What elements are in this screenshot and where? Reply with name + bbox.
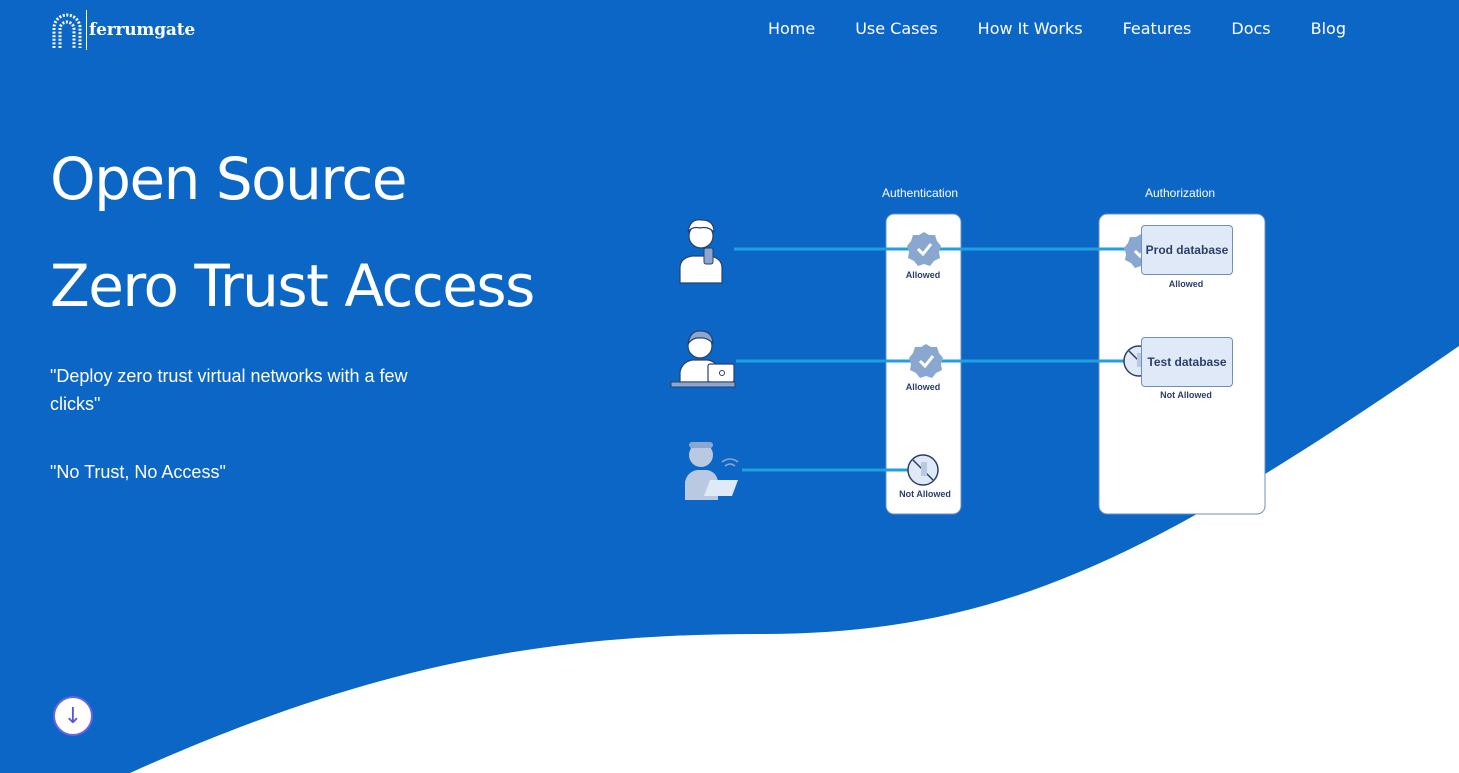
test-database-status: Not Allowed [1160,390,1212,400]
brand-name: ferrumgate [89,20,195,40]
test-database: Test database [1141,337,1233,387]
hero-title-line2: Zero Trust Access [50,252,535,320]
blocked-icon-1 [907,454,939,486]
user-laptop-icon [670,330,736,388]
hero-title-line1: Open Source [50,145,408,213]
authorization-label: Authorization [1145,186,1216,200]
arch-gate-icon [52,13,82,48]
arrow-down-icon: ↓ [63,703,83,729]
nav-features[interactable]: Features [1122,19,1192,38]
zero-trust-diagram: Authentication Authorization Allowed All… [660,180,1280,520]
user-phone-icon [679,219,723,284]
scroll-down-button[interactable]: ↓ [53,696,93,736]
auth-status-2: Allowed [905,382,941,392]
authentication-label: Authentication [882,186,959,200]
nav-docs[interactable]: Docs [1231,19,1271,38]
logo-divider [86,10,87,50]
nav-home[interactable]: Home [767,19,816,38]
nav-use-cases[interactable]: Use Cases [855,19,938,38]
auth-status-1: Allowed [905,270,941,280]
hero-tagline-1: "Deploy zero trust virtual networks with… [50,366,408,414]
main-nav: Home Use Cases How It Works Features Doc… [728,19,1346,38]
nav-how-it-works[interactable]: How It Works [977,19,1083,38]
brand-logo[interactable]: ferrumgate [50,10,195,50]
verified-badge-icon-2 [909,344,943,378]
user-remote-icon [685,442,739,500]
nav-blog[interactable]: Blog [1310,19,1346,38]
prod-database-status: Allowed [1168,279,1204,289]
verified-badge-icon-1 [907,232,941,266]
hero-tagline-2: "No Trust, No Access" [50,462,226,482]
auth-status-3: Not Allowed [899,489,951,499]
prod-database: Prod database [1141,225,1233,275]
